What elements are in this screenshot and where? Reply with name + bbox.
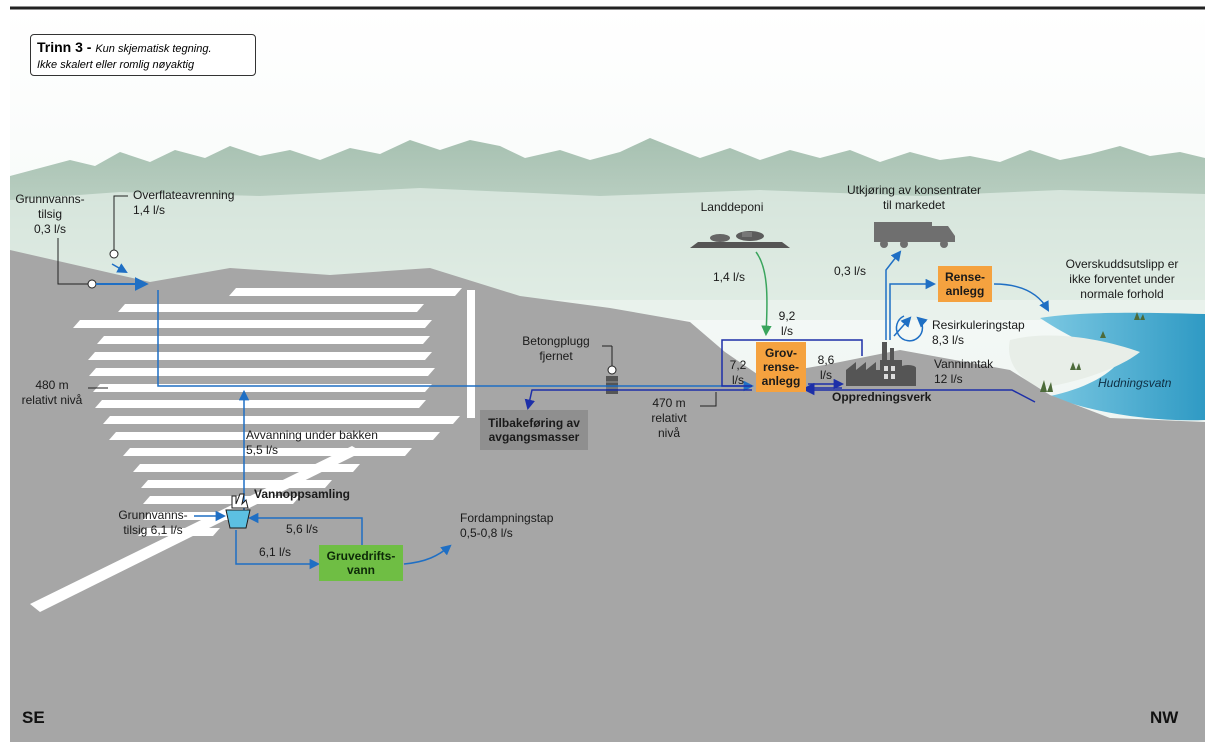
flow-6-1 xyxy=(235,530,321,570)
label-dewatering: Avvanning under bakken 5,5 l/s xyxy=(246,428,378,457)
shore-shape xyxy=(1009,335,1140,388)
corner-se: SE xyxy=(22,708,45,727)
flow-5-6 xyxy=(247,512,363,550)
flow-recirc-up xyxy=(893,316,912,337)
box-coarse-treatment: Grov- rense- anlegg xyxy=(756,342,806,392)
label-flow-6-1: 6,1 l/s xyxy=(259,545,292,559)
label-flow-0-3: 0,3 l/s xyxy=(834,264,867,278)
flow-return-tailings xyxy=(524,389,752,411)
label-flow-7-2: 7,2 l/s xyxy=(729,358,747,387)
stage-title: Trinn 3 - xyxy=(37,39,92,55)
flow-intake xyxy=(803,384,1036,403)
lake-vegetation xyxy=(1040,312,1145,392)
title-box: Trinn 3 - Kun skjematisk tegning. Ikke s… xyxy=(30,34,256,76)
label-groundwater-top: Grunnvanns- tilsig 0,3 l/s xyxy=(15,192,85,236)
flow-to-lake xyxy=(993,283,1050,312)
flow-lines xyxy=(96,250,1050,570)
label-flow-5-6: 5,6 l/s xyxy=(286,522,319,536)
label-flow-9-2: 9,2 l/s xyxy=(778,309,796,338)
label-concrete-plug: Betongplugg fjernet xyxy=(522,334,590,363)
label-flow-1-4: 1,4 l/s xyxy=(713,270,746,284)
title-subtitle-1: Kun skjematisk tegning. xyxy=(95,43,212,55)
label-surface-runoff: Overflateavrenning 1,4 l/s xyxy=(133,188,235,217)
flow-9-2 xyxy=(721,339,863,387)
label-evaporation: Fordampningstap 0,5-0,8 l/s xyxy=(460,511,554,540)
flow-recirculation xyxy=(895,315,928,342)
box-treatment-plant: Rense- anlegg xyxy=(938,266,992,302)
flow-main-480 xyxy=(157,290,755,392)
label-level-480: 480 m relativt nivå xyxy=(21,378,83,407)
label-landfill: Landdeponi xyxy=(700,200,764,214)
flow-to-truck xyxy=(885,250,902,340)
label-transport: Utkjøring av konsentrater til markedet xyxy=(846,183,982,212)
label-recirculation: Resirkuleringstap 8,3 l/s xyxy=(932,318,1025,347)
label-flow-8-6: 8,6 l/s xyxy=(817,353,835,382)
label-groundwater-bottom: Grunnvanns- tilsig 6,1 l/s xyxy=(118,508,188,537)
water-collection-symbol xyxy=(225,493,251,529)
box-mine-water: Gruvedrifts- vann xyxy=(319,545,403,581)
title-line-1: Trinn 3 - Kun skjematisk tegning. xyxy=(37,39,249,58)
landfill-symbol xyxy=(690,231,790,248)
flow-landfill xyxy=(755,251,772,337)
label-water-intake: Vanninntak 12 l/s xyxy=(934,357,994,386)
box-tailings-return: Tilbakeføring av avgangsmasser xyxy=(480,410,588,450)
label-water-collection: Vannoppsamling xyxy=(254,487,351,501)
leader-lines xyxy=(57,195,717,407)
label-excess-discharge: Overskuddsutslipp er ikke forventet unde… xyxy=(1065,257,1179,301)
label-lake: Hudningsvatn xyxy=(1098,376,1172,390)
corner-nw: NW xyxy=(1150,708,1179,727)
flow-evaporation xyxy=(403,544,452,565)
flow-to-treatment xyxy=(889,278,937,340)
flow-surface-runoff xyxy=(111,263,128,274)
label-processing-plant: Oppredningsverk xyxy=(832,390,932,404)
truck-symbol xyxy=(874,222,955,248)
label-level-470: 470 m relativt nivå xyxy=(651,396,687,440)
factory-symbol xyxy=(846,342,916,386)
title-subtitle-2: Ikke skalert eller romlig nøyaktig xyxy=(37,59,195,71)
